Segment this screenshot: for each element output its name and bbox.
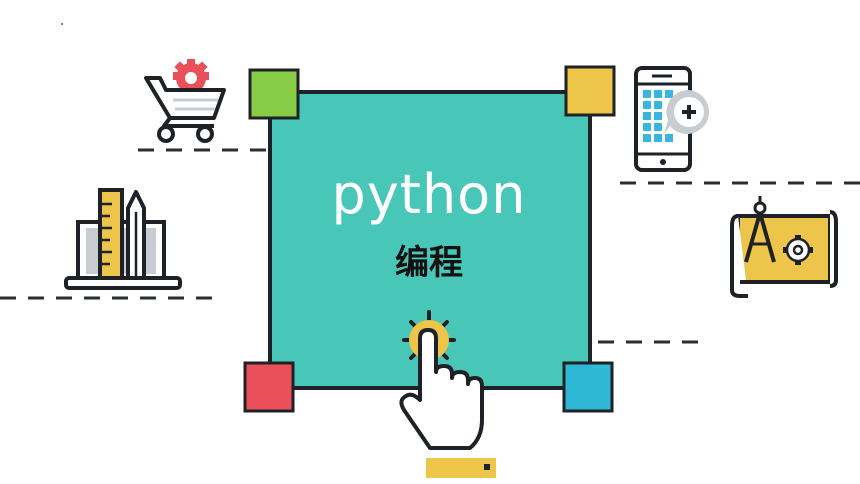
corner-square-red [243, 361, 295, 413]
gear-icon [173, 59, 209, 93]
ruler-pencil-laptop-icon [64, 188, 182, 290]
corner-square-yellow [564, 65, 616, 117]
center-title: python [331, 163, 527, 226]
speck-dot [61, 23, 63, 25]
mobile-phone-add-icon [634, 66, 709, 172]
center-subtitle: 编程 [395, 243, 463, 283]
corner-square-green [248, 68, 300, 120]
shopping-cart-icon [144, 59, 226, 143]
corner-square-blue [562, 361, 614, 413]
blueprint-compass-icon [730, 196, 838, 298]
touch-hand-icon [399, 310, 496, 478]
